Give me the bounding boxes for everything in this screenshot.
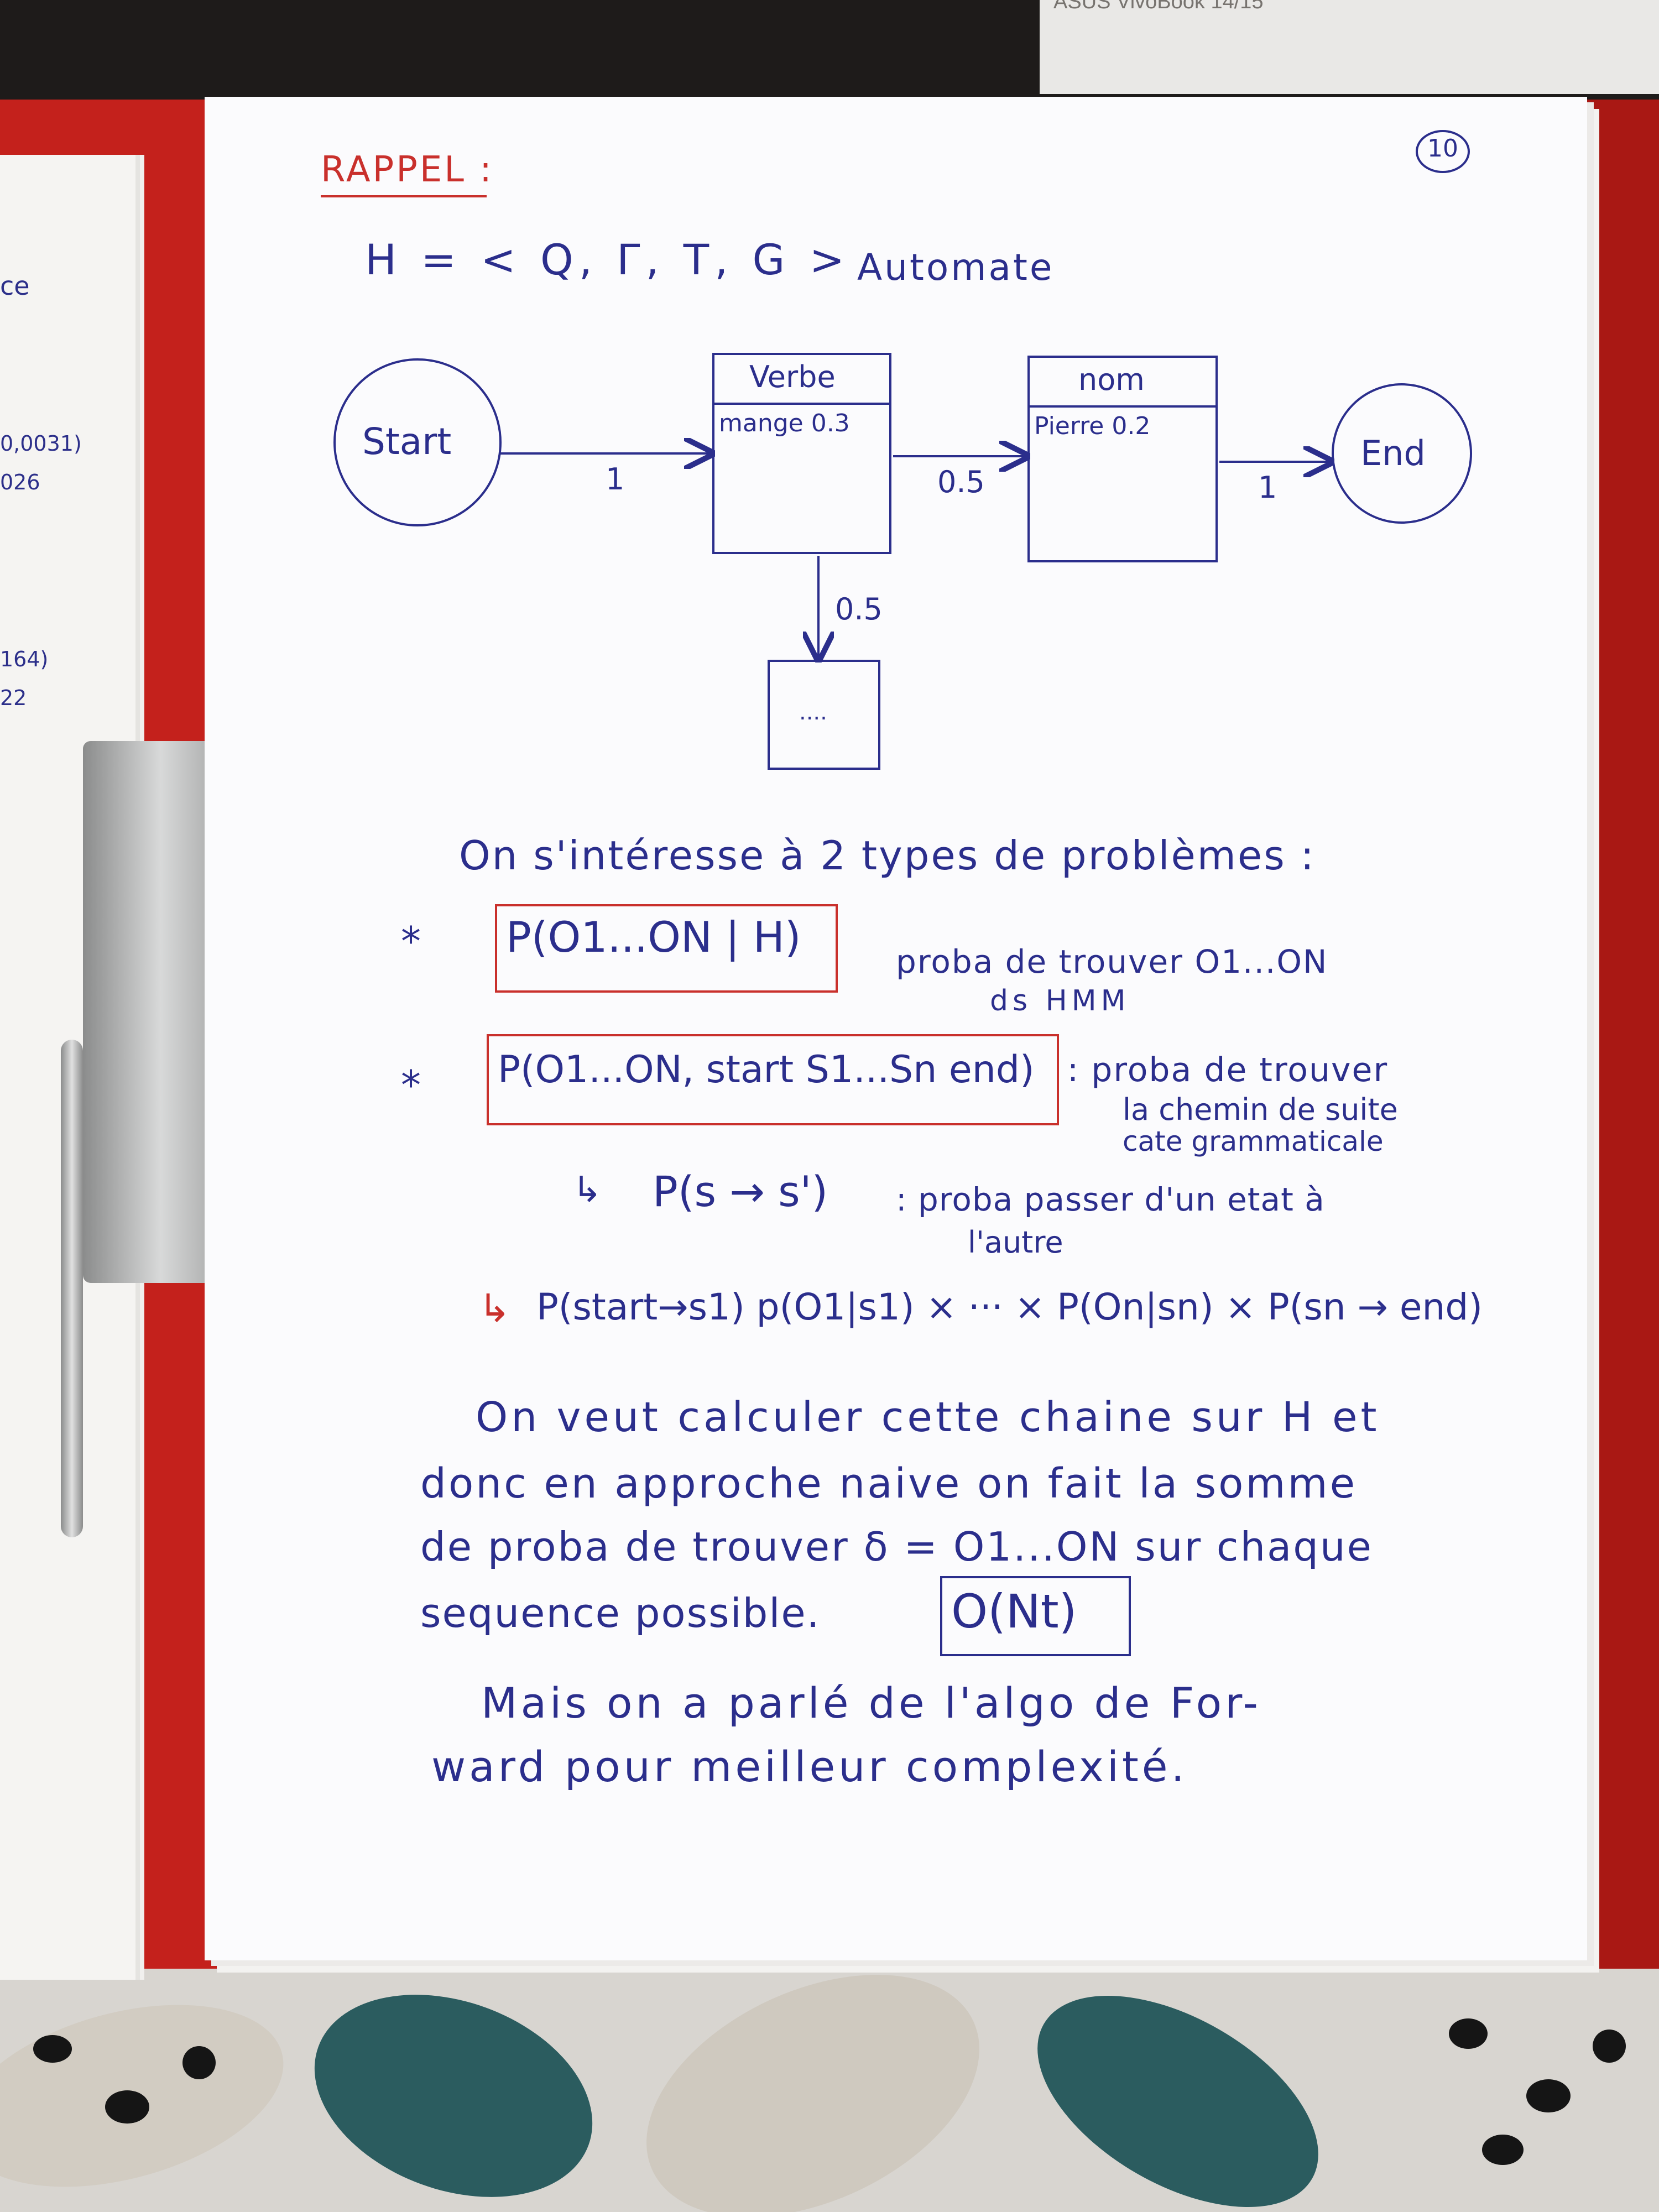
leaf-shape [1002,1969,1354,2212]
left-paper-text: 164) [0,647,49,671]
left-paper-text: 22 [0,686,27,710]
left-paper-text: 026 [0,470,40,494]
problem2-red-box [487,1034,1059,1125]
heading: RAPPEL : [321,149,494,190]
paragraph1-line: On veut calculer cette chaine sur H et [476,1394,1380,1441]
start-node [333,358,502,526]
leaf-shape [608,1969,1018,2212]
paragraph2-line: Mais on a parlé de l'algo de For- [481,1678,1261,1728]
fabric-dot [1482,2135,1524,2165]
problem2-desc-2: la chemin de suite [1123,1092,1398,1127]
transition-formula: P(s → s') [653,1167,828,1216]
edge-label-start-verbe: 1 [606,462,625,497]
start-label: Start [362,420,452,463]
complexity-value: O(Nt) [951,1584,1077,1639]
problem1-desc-1: proba de trouver O1...ON [896,943,1328,980]
page-number: 10 [1427,134,1458,163]
page-number-circle [1416,130,1470,173]
transition-desc-2: l'autre [968,1225,1063,1260]
edge-label-verbe-down: 0.5 [835,592,883,627]
fabric-dot [182,2046,216,2079]
nom-emission: Pierre 0.2 [1034,412,1151,440]
problem1-red-box [495,904,838,993]
product-formula: P(start→s1) p(O1|s1) × ··· × P(On|sn) × … [536,1286,1483,1328]
bullet-2: * [401,1062,421,1108]
next-state-content: .... [799,700,827,725]
fabric-dot [1593,2030,1626,2063]
paragraph1-line: donc en approche naive on fait la somme [420,1460,1358,1507]
verbe-emission: mange 0.3 [719,409,850,437]
binder-lever [61,1040,83,1537]
edge-label-nom-end: 1 [1258,470,1277,505]
leaf-shape [0,1973,304,2212]
nom-title: nom [1078,362,1145,397]
end-label: End [1360,433,1426,473]
problem2-formula: P(O1...ON, start S1...Sn end) [498,1048,1035,1092]
left-paper-text: 0,0031) [0,431,82,456]
definition-label: Automate [857,246,1055,289]
edge-label-verbe-nom: 0.5 [937,465,985,499]
problem2-desc-3: cate grammaticale [1123,1125,1384,1157]
fabric-dot [33,2035,72,2063]
product-arrow: ↳ [478,1286,511,1331]
problem2-desc-1: : proba de trouver [1067,1051,1389,1089]
fabric-dot [1449,2018,1488,2049]
verbe-title: Verbe [749,359,836,394]
paragraph1-line: sequence possible. [420,1590,821,1636]
leaf-shape [286,1969,621,2212]
complexity-box [940,1576,1131,1656]
laptop-edge [1040,0,1659,94]
notebook-page: 10 RAPPEL : H = < Q, Γ, T, G > Automate … [205,97,1587,1960]
laptop-brand-label: ASUS VivoBook 14/15 [1053,0,1264,13]
paragraph1-line: de proba de trouver δ = O1...ON sur chaq… [420,1524,1373,1570]
automaton-diagram [333,353,1472,770]
problem1-formula: P(O1...ON | H) [506,912,801,962]
problem1-desc-2: ds HMM [990,984,1130,1018]
paragraph2-line: ward pour meilleur complexité. [431,1742,1188,1791]
intro-text: On s'intéresse à 2 types de problèmes : [459,832,1316,879]
transition-arrow: ↳ [572,1170,602,1211]
hmm-definition: H = < Q, Γ, T, G > [365,235,851,284]
left-paper-text: ce [0,271,30,301]
fabric-dot [105,2090,149,2124]
patterned-fabric [0,1969,1659,2212]
transition-desc-1: : proba passer d'un etat à [896,1181,1325,1218]
fabric-dot [1526,2079,1571,2112]
heading-underline [321,195,487,197]
bullet-1: * [401,918,421,964]
